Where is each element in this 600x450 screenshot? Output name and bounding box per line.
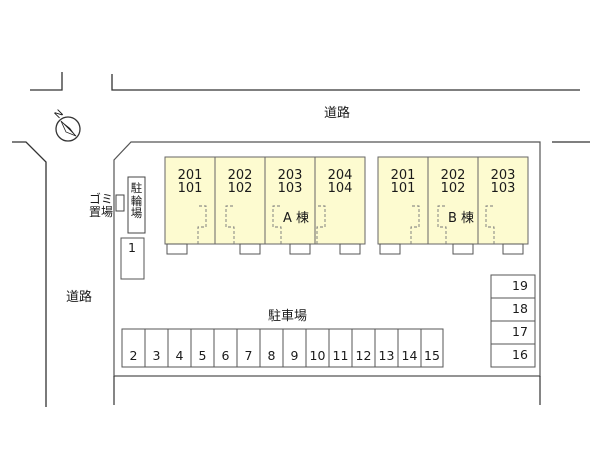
parking-space-12: 12 bbox=[355, 348, 372, 363]
bicycle-parking-label: 駐 輪 場 bbox=[130, 181, 143, 220]
parking-space-11: 11 bbox=[332, 348, 349, 363]
parking-space-9: 9 bbox=[290, 348, 299, 363]
parking-space-5: 5 bbox=[198, 348, 207, 363]
compass-icon bbox=[55, 116, 81, 142]
parking-space-15: 15 bbox=[424, 348, 440, 363]
garbage-area bbox=[115, 194, 125, 212]
parking-space-16: 16 bbox=[512, 347, 528, 362]
parking-space-2: 2 bbox=[129, 348, 138, 363]
parking-space-3: 3 bbox=[152, 348, 161, 363]
parking-space-14: 14 bbox=[401, 348, 418, 363]
parking-space-8: 8 bbox=[267, 348, 276, 363]
building-a bbox=[164, 156, 366, 255]
bicycle-parking bbox=[127, 176, 146, 234]
garbage-area-label: ゴミ 置場 bbox=[88, 192, 113, 219]
parking-space-18: 18 bbox=[512, 301, 528, 316]
parking-space-10: 10 bbox=[309, 348, 326, 363]
building-b bbox=[377, 156, 529, 255]
road-edges bbox=[12, 72, 590, 407]
road-label-top: 道路 bbox=[324, 106, 351, 121]
parking-space-17: 17 bbox=[512, 324, 528, 339]
parking-lot-label: 駐車場 bbox=[268, 309, 308, 324]
building-b-label: B 棟 bbox=[448, 211, 475, 226]
parking-space-13: 13 bbox=[378, 348, 395, 363]
road-label-left: 道路 bbox=[66, 290, 93, 305]
building-a-label: A 棟 bbox=[283, 211, 310, 226]
parking-space-1: 1 bbox=[128, 240, 136, 255]
parking-space-19: 19 bbox=[512, 278, 528, 293]
parking-space-6: 6 bbox=[221, 348, 230, 363]
parking-space-lines bbox=[120, 237, 536, 368]
parking-space-7: 7 bbox=[244, 348, 253, 363]
parking-space-4: 4 bbox=[175, 348, 184, 363]
